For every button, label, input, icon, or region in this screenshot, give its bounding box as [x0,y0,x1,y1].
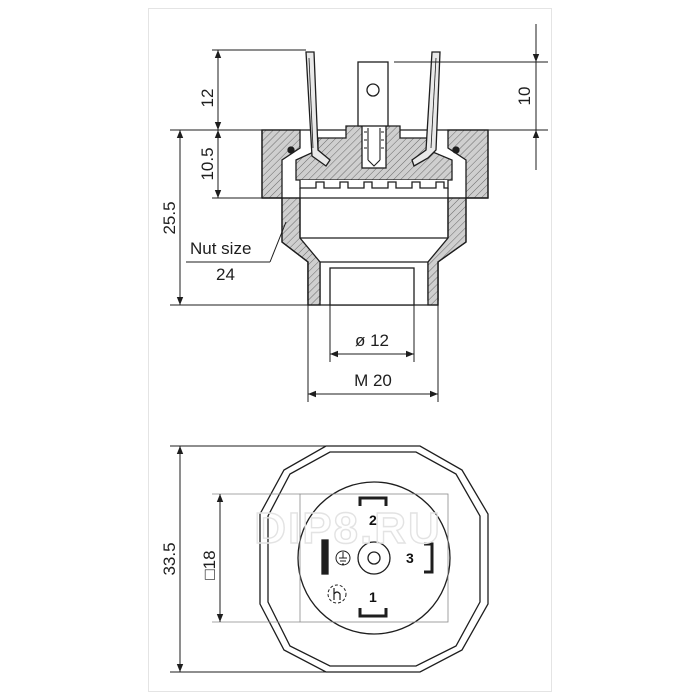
terminal-3-label: 3 [406,550,414,566]
center-contact-sleeve [361,123,387,169]
ground-symbol-icon [335,550,351,566]
dim-thread-text: M 20 [354,371,392,390]
center-pin-outer [357,541,391,575]
inner-cavity [299,198,449,238]
top-dimensions [170,445,326,673]
blade-hole [366,83,380,97]
bore-rect [329,267,415,306]
thread-body-left [307,262,321,306]
dim-25-5-text: 25.5 [160,201,179,234]
side-section-view [261,51,489,306]
terminal-2-slot [358,496,388,506]
terminal-3-slot [424,542,434,574]
side-dimensions [170,24,548,402]
hex-nut-outline [259,445,489,673]
dim-12-text: 12 [198,89,217,108]
top-view [259,445,489,673]
nut-size-value: 24 [216,265,235,284]
nut-left-section [261,129,301,199]
dim-10-text: 10 [515,87,534,106]
watermark: DIP8.RU [254,504,442,553]
dim-square-text: □18 [200,550,219,579]
ground-bar [321,539,329,575]
dim-10-5-text: 10.5 [198,147,217,180]
nut-right-section [447,129,489,199]
h-symbol-icon [327,584,347,604]
o-ring-right [452,146,460,154]
center-blade [357,61,389,127]
connector-face [297,481,451,635]
dim-bore-text: ø 12 [355,331,389,350]
insulator-teeth [299,180,449,189]
square-18-outline [299,493,449,623]
thread-body-right [427,262,439,306]
drawing-frame [148,8,552,692]
nut-size-label: Nut size [190,239,251,258]
hex-nut-inner-outline [267,451,481,667]
terminal-1-slot [358,608,388,618]
left-terminal-blade [305,51,331,167]
center-pin-inner [367,551,381,565]
terminal-1-label: 1 [369,589,377,605]
terminal-2-label: 2 [369,512,377,528]
o-ring-left [287,146,295,154]
right-terminal-blade [411,51,441,167]
dim-outer-text: 33.5 [160,542,179,575]
